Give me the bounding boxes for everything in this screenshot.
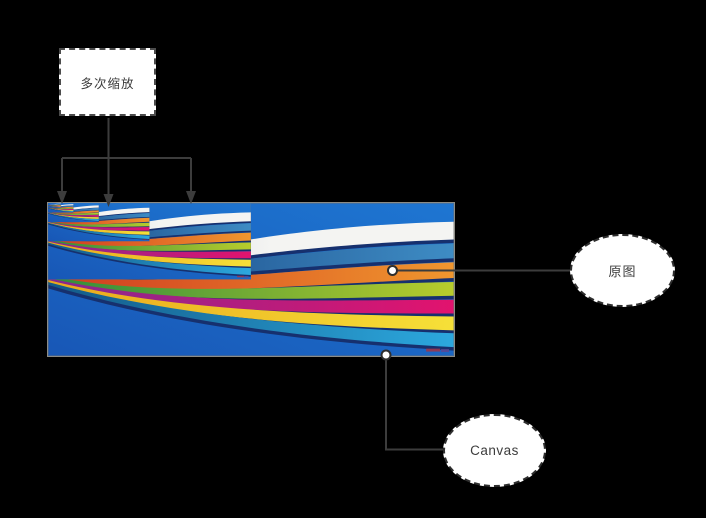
canvas-image	[47, 202, 455, 357]
original-label-ellipse: 原图	[570, 234, 675, 307]
scaled-copies	[48, 203, 454, 356]
multi-scale-label: 多次缩放	[80, 76, 135, 91]
multi-scale-label-box: 多次缩放	[59, 48, 156, 116]
branch-line	[61, 118, 192, 196]
ribbon-wallpaper	[48, 203, 454, 356]
canvas-label-ellipse: Canvas	[443, 414, 546, 487]
original-label: 原图	[608, 264, 637, 279]
canvas-label: Canvas	[470, 443, 519, 458]
canvas-connector-line	[385, 357, 443, 451]
